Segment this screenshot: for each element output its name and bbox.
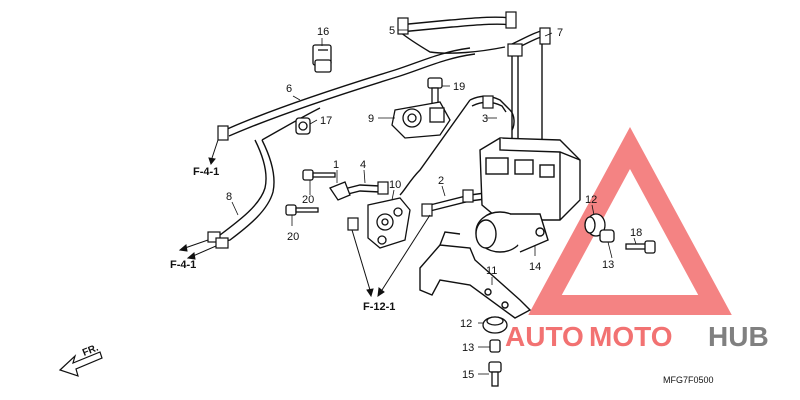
valve-10 [367,197,411,249]
callout-12-bottom: 12 [460,318,472,330]
callout-13-bottom: 13 [462,342,474,354]
callout-18: 18 [630,227,642,239]
callout-11: 11 [486,265,497,277]
bolt-20-lower [285,204,319,216]
bolt-15 [488,361,502,387]
callout-10: 10 [389,179,401,191]
callout-13-right: 13 [602,259,614,271]
diagram-code: MFG7F0500 [663,375,714,385]
callout-14: 14 [529,261,541,273]
clip-17 [295,117,311,135]
callout-5: 5 [389,25,395,37]
collar-13-right [599,229,615,243]
bracket-11 [419,231,532,319]
watermark-text: AUTO MOTO HUB [505,321,769,352]
collar-13-bottom [489,339,501,353]
watermark-auto: AUTO [505,321,584,352]
bolt-18 [625,240,656,254]
valve-9 [391,101,451,139]
front-arrow: FR. [58,342,103,377]
abs-modulator [475,137,581,253]
callout-4: 4 [360,159,366,171]
callout-17: 17 [320,115,332,127]
leader-lines [231,29,637,375]
reference-arrows [178,139,431,298]
ref-f41-top: F-4-1 [193,166,219,178]
callout-12-right: 12 [585,194,597,206]
callout-6: 6 [286,83,292,95]
grommet-12-bottom [482,316,508,334]
clip-16 [312,44,332,73]
bolt-20-upper [302,169,336,181]
callout-2: 2 [438,175,444,187]
callout-1: 1 [333,159,339,171]
callout-15: 15 [462,369,474,381]
callout-3: 3 [482,113,488,125]
callout-20-lower: 20 [287,231,299,243]
callout-9: 9 [368,113,374,125]
watermark-hub: HUB [708,321,769,352]
bracket-1 [329,181,351,201]
callout-7: 7 [557,27,563,39]
ref-f121: F-12-1 [363,301,395,313]
callout-16: 16 [317,26,329,38]
ref-f41-bottom: F-4-1 [170,259,196,271]
callout-19: 19 [453,81,465,93]
callout-20-upper: 20 [302,194,314,206]
watermark-moto: MOTO [589,321,672,352]
callout-8: 8 [226,191,232,203]
